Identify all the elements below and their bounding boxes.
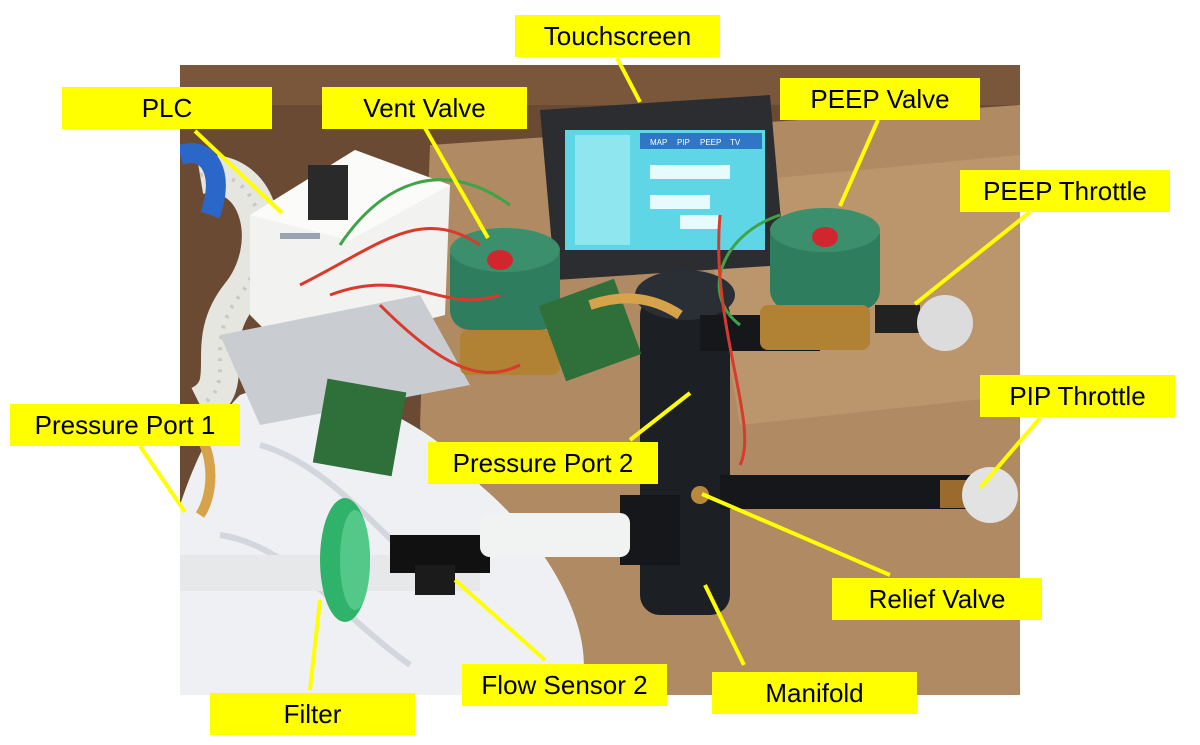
screen-tab-pip: PIP — [677, 138, 690, 147]
pip-throttle-knob — [962, 467, 1018, 523]
label-peep-throttle: PEEP Throttle — [960, 170, 1170, 212]
leader-pressure-port-1 — [138, 444, 187, 514]
label-pressure-port-1: Pressure Port 1 — [10, 404, 240, 446]
label-touchscreen: Touchscreen — [515, 15, 720, 57]
screen-tab-map: MAP — [650, 138, 667, 147]
peep-valve-body — [760, 208, 880, 350]
apparatus-photo: MAP PIP PEEP TV — [180, 65, 1020, 695]
label-pressure-port-2: Pressure Port 2 — [428, 442, 658, 484]
label-plc: PLC — [62, 87, 272, 129]
label-flow-sensor-2: Flow Sensor 2 — [462, 664, 667, 706]
label-manifold: Manifold — [712, 672, 917, 714]
label-peep-valve: PEEP Valve — [780, 78, 980, 120]
vent-valve-body — [450, 228, 560, 375]
label-vent-valve: Vent Valve — [322, 87, 527, 129]
label-filter: Filter — [210, 693, 415, 735]
screen-tabs: MAP PIP PEEP TV — [650, 138, 741, 147]
label-pip-throttle: PIP Throttle — [980, 375, 1175, 417]
screen-tab-peep: PEEP — [700, 138, 721, 147]
peep-throttle-knob — [917, 295, 973, 351]
touchscreen-device: MAP PIP PEEP TV — [540, 95, 785, 280]
label-relief-valve: Relief Valve — [832, 578, 1042, 620]
screen-tab-tv: TV — [730, 138, 741, 147]
